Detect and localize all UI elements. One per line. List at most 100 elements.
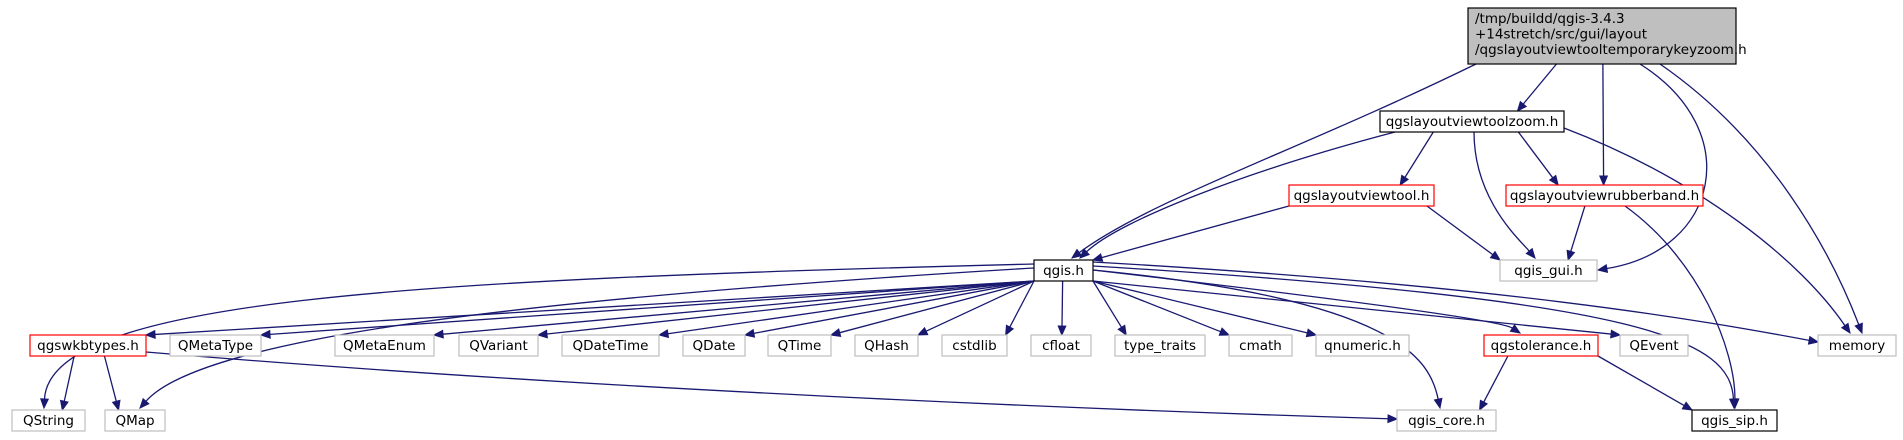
node-box (682, 334, 746, 357)
node-label: QTime (778, 338, 822, 354)
edge-rubber-to-sip (1624, 205, 1736, 400)
node-variant[interactable]: QVariant (458, 334, 539, 357)
edge-qgis-to-sip (1092, 265, 1735, 400)
node-box (1467, 7, 1737, 65)
node-hash[interactable]: QHash (854, 334, 919, 357)
node-box (854, 334, 919, 357)
node-label: QString (23, 413, 74, 429)
node-box (104, 409, 166, 432)
node-metaenum[interactable]: QMetaEnum (334, 334, 435, 357)
edge-qgis-to-variant (546, 280, 1035, 335)
node-metatype[interactable]: QMetaType (169, 334, 262, 357)
edge-qgis-to-date (753, 280, 1035, 334)
node-label: QHash (864, 338, 909, 354)
node-memory[interactable]: memory (1817, 334, 1897, 357)
node-label: qgstolerance.h (1491, 338, 1592, 354)
edge-qgis-to-tolerance (1092, 269, 1513, 329)
node-qmap[interactable]: QMap (104, 409, 166, 432)
edge-arrowhead (1079, 248, 1091, 259)
edge-tolerance-to-core (1483, 355, 1509, 403)
edge-qgis-to-event (1092, 280, 1612, 335)
edge-arrowhead (536, 329, 548, 339)
node-datetime[interactable]: QDateTime (561, 334, 660, 357)
node-box (1499, 259, 1598, 282)
edge-arrowhead (1599, 175, 1609, 187)
node-box (1033, 259, 1094, 282)
node-label: QMetaType (178, 338, 253, 354)
edge-arrowhead (144, 329, 156, 339)
node-time[interactable]: QTime (767, 334, 832, 357)
node-cfloat[interactable]: cfloat (1030, 334, 1092, 357)
node-cmath[interactable]: cmath (1228, 334, 1293, 357)
edge-layer (39, 63, 1863, 424)
edge-qgis-to-qmap (145, 267, 1035, 402)
node-qnumeric[interactable]: qnumeric.h (1315, 334, 1410, 357)
edge-tolerance-to-sip (1597, 355, 1685, 407)
node-gui[interactable]: qgis_gui.h (1499, 259, 1598, 282)
edge-arrowhead (111, 399, 121, 412)
node-label: QDateTime (573, 338, 649, 354)
node-label: type_traits (1124, 338, 1196, 354)
edge-arrowhead (1399, 174, 1410, 187)
node-label: /qgslayoutviewtooltemporarykeyzoom.h (1475, 42, 1747, 58)
node-typetraits[interactable]: type_traits (1114, 334, 1206, 357)
node-sip[interactable]: qgis_sip.h (1691, 409, 1778, 432)
node-box (334, 334, 435, 357)
node-label: cmath (1239, 338, 1282, 354)
edge-arrowhead (657, 329, 670, 339)
edge-qgis-to-cmath (1092, 280, 1221, 333)
edge-arrowhead (1681, 401, 1694, 411)
node-box (1817, 334, 1897, 357)
node-label: qgis_sip.h (1701, 413, 1768, 429)
edge-arrowhead (1596, 263, 1609, 273)
node-label: cfloat (1042, 338, 1080, 354)
node-zoom[interactable]: qgslayoutviewtoolzoom.h (1379, 110, 1565, 133)
node-label: qgslayoutviewtool.h (1294, 188, 1430, 204)
node-layer: /tmp/buildd/qgis-3.4.3+14stretch/src/gui… (11, 7, 1897, 432)
edge-arrowhead (1509, 324, 1522, 334)
node-box (1379, 110, 1565, 133)
edge-arrowhead (743, 328, 756, 338)
node-label: /tmp/buildd/qgis-3.4.3 (1475, 11, 1625, 27)
edge-zoom-to-qgis (1086, 131, 1396, 253)
edge-zoom-to-memory (1563, 127, 1846, 326)
node-core[interactable]: qgis_core.h (1396, 409, 1497, 432)
node-label: qnumeric.h (1324, 338, 1401, 354)
edge-arrowhead (1854, 322, 1863, 335)
edge-arrowhead (1433, 397, 1443, 410)
node-label: cstdlib (952, 338, 996, 354)
edge-qgis-to-hash (925, 280, 1035, 332)
node-date[interactable]: QDate (682, 334, 746, 357)
node-box (29, 334, 147, 357)
node-box (767, 334, 832, 357)
edge-wkb-to-qmap (103, 355, 117, 402)
edge-zoom-to-rubber (1517, 131, 1554, 179)
node-qstring[interactable]: QString (11, 409, 86, 432)
edge-qgis-to-cstdlib (1009, 280, 1035, 328)
edge-qgis-to-metatype (269, 280, 1035, 336)
edge-main-to-zoom (1522, 63, 1558, 105)
node-event[interactable]: QEvent (1619, 334, 1689, 357)
node-tolerance[interactable]: qgstolerance.h (1483, 334, 1599, 357)
node-wkb[interactable]: qgswkbtypes.h (29, 334, 147, 357)
node-box (458, 334, 539, 357)
edge-qgis-to-metaenum (442, 280, 1035, 335)
node-main[interactable]: /tmp/buildd/qgis-3.4.3+14stretch/src/gui… (1467, 7, 1747, 65)
edge-arrowhead (1091, 253, 1104, 262)
node-label: QMap (115, 413, 154, 429)
edge-qgis-to-wkb (154, 280, 1035, 336)
node-qgis[interactable]: qgis.h (1033, 259, 1094, 282)
node-tool[interactable]: qgslayoutviewtool.h (1288, 184, 1435, 207)
edge-arrowhead (259, 329, 271, 339)
edge-arrowhead (1117, 324, 1127, 337)
edge-qgis-to-qstring (43, 263, 1035, 400)
edge-arrowhead (39, 398, 50, 410)
node-cstdlib[interactable]: cstdlib (941, 334, 1008, 357)
edge-arrowhead (1728, 398, 1738, 410)
edge-arrowhead (1305, 328, 1318, 338)
edge-arrowhead (829, 328, 842, 337)
edge-qgis-to-cfloat (1061, 280, 1064, 327)
edge-zoom-to-gui (1473, 131, 1530, 252)
node-rubber[interactable]: qgslayoutviewrubberband.h (1505, 184, 1704, 207)
